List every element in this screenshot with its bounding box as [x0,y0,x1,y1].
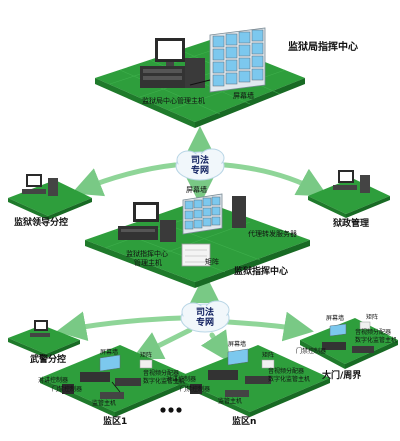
zonen-intercom-label: 对讲控制器 [166,376,197,383]
arrow-cloud2-to-gate [225,311,314,342]
zonen-host-label: 监管主机 [218,398,243,405]
zonen-screen-label: 屏幕墙 [228,341,247,348]
cloud-bottom-line1: 司法 [195,308,214,318]
top-host-label: 监狱局中心管理主机 [142,97,205,105]
zone1-platform [40,345,195,417]
arrow-cloud-to-leader [71,162,178,197]
prison-admin-title: 狱政管理 [333,219,370,229]
prison-admin-platform [308,170,390,218]
cloud-top-line1: 司法 [190,156,209,166]
mid-matrix-label: 矩阵 [205,258,219,266]
mid-forward-label: 代理转发服务器 [248,230,297,238]
zone1-door-label: 门禁控制器 [52,386,83,393]
leader-branch-title: 监狱领导分控 [14,218,69,228]
cloud-top-line2: 专网 [190,166,209,176]
arrow-cloud2-to-zone1 [131,327,193,360]
top-screen-label: 屏幕墙 [233,92,254,100]
gate-matrix-label: 矩阵 [366,314,379,321]
mid-workstation [118,202,176,242]
cloud-bottom-label: 司法 专网 [193,308,217,328]
top-workstation [140,38,211,88]
zone1-screen-label: 屏幕墙 [100,349,119,356]
zonen-digital-label: 数字化监管主机 [268,376,311,383]
cloud-bottom [180,300,230,333]
mid-video-wall [182,193,223,235]
leader-branch-platform [8,174,92,220]
zone1-digital-label: 数字化监管主机 [143,378,186,385]
zone1-matrix-label: 矩阵 [140,352,153,359]
gate-door-label: 门禁控制器 [296,348,327,355]
zone1-intercom-label: 对讲控制器 [38,377,69,384]
zonen-title: 监区n [232,417,257,427]
zone1-host-label: 监管主机 [92,400,117,407]
arrow-cloud2-to-armed [56,311,185,342]
cloud-bottom-line2: 专网 [195,318,214,328]
armed-police-platform [8,320,80,358]
mid-center-title: 监狱指挥中心 [234,267,289,277]
top-center-title: 监狱局指挥中心 [288,42,358,53]
gate-title: 大门/周界 [322,371,362,381]
connection-arrows [56,126,328,363]
zonen-matrix-label: 矩阵 [262,352,275,359]
mid-matrix [181,243,211,267]
zonen-video-label: 音视频分配器 [268,368,305,375]
top-center-platform [95,27,305,128]
mid-screen-label: 屏幕墙 [186,186,207,194]
cloud-top-label: 司法 专网 [188,156,212,176]
arrow-cloud2-to-zonen [200,329,230,363]
cloud-top [175,148,225,181]
mid-host-label-2: 管理主机 [134,259,162,267]
zone1-video-label: 音视频分配器 [143,370,180,377]
top-video-wall [209,27,266,93]
forward-server [232,196,246,228]
zonen-platform [175,345,330,417]
zone1-title: 监区1 [103,417,128,427]
armed-police-title: 武警分控 [30,355,67,365]
mid-host-label-1: 监狱指挥中心 [126,250,168,258]
mid-center-platform [85,193,310,288]
gate-screen-label: 屏幕墙 [326,315,345,322]
more-zones-dots [160,407,182,413]
gate-digital-label: 数字化监管主机 [355,337,398,344]
arrow-cloud-to-admin [222,162,328,197]
gate-platform [300,318,398,369]
gate-video-label: 音视频分配器 [355,329,392,336]
zonen-door-label: 门禁控制器 [180,386,211,393]
